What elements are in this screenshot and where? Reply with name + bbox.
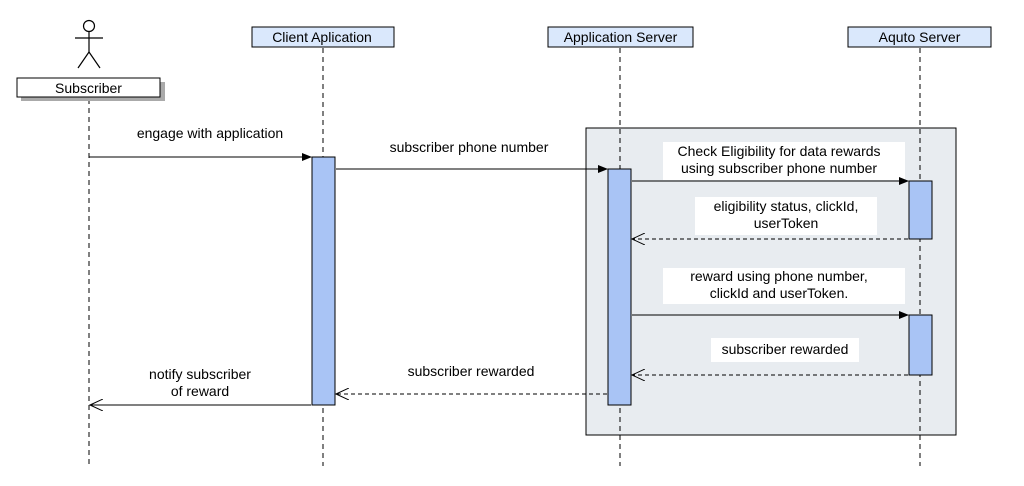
- reward-label-line2: clickId and userToken.: [710, 285, 849, 301]
- client-label: Client Aplication: [272, 29, 372, 45]
- check-label-line2: using subscriber phone number: [681, 160, 877, 176]
- reward-label-line1: reward using phone number,: [690, 268, 867, 284]
- actor-icon: [75, 19, 103, 69]
- appserver-label: Application Server: [564, 29, 678, 45]
- aquto-label: Aquto Server: [879, 29, 961, 45]
- aquto-activation-2: [908, 314, 933, 376]
- aquto-header: Aquto Server: [847, 26, 992, 48]
- status-label-line1: eligibility status, clickId,: [714, 198, 859, 214]
- client-header: Client Aplication: [251, 26, 395, 48]
- check-label-bg: [663, 142, 905, 180]
- engage-label: engage with application: [137, 125, 283, 141]
- reward-label-bg: [663, 268, 905, 304]
- aquto-activation-1: [908, 180, 933, 240]
- aquto-rewarded-label-bg: [711, 338, 859, 362]
- phone-number-label: subscriber phone number: [390, 139, 549, 155]
- appserver-activation: [607, 168, 632, 406]
- status-label-line2: userToken: [754, 215, 819, 231]
- subscriber-header: Subscriber: [16, 77, 165, 101]
- appserver-header: Application Server: [547, 26, 694, 48]
- aquto-rewarded-label: subscriber rewarded: [722, 341, 849, 357]
- subscriber-label: Subscriber: [55, 80, 122, 96]
- client-activation: [311, 156, 336, 406]
- status-label-bg: [695, 197, 877, 235]
- check-label-line1: Check Eligibility for data rewards: [677, 143, 880, 159]
- app-rewarded-label: subscriber rewarded: [408, 363, 535, 379]
- notify-label-line2: of reward: [171, 383, 229, 399]
- notify-label-line1: notify subscriber: [149, 366, 251, 382]
